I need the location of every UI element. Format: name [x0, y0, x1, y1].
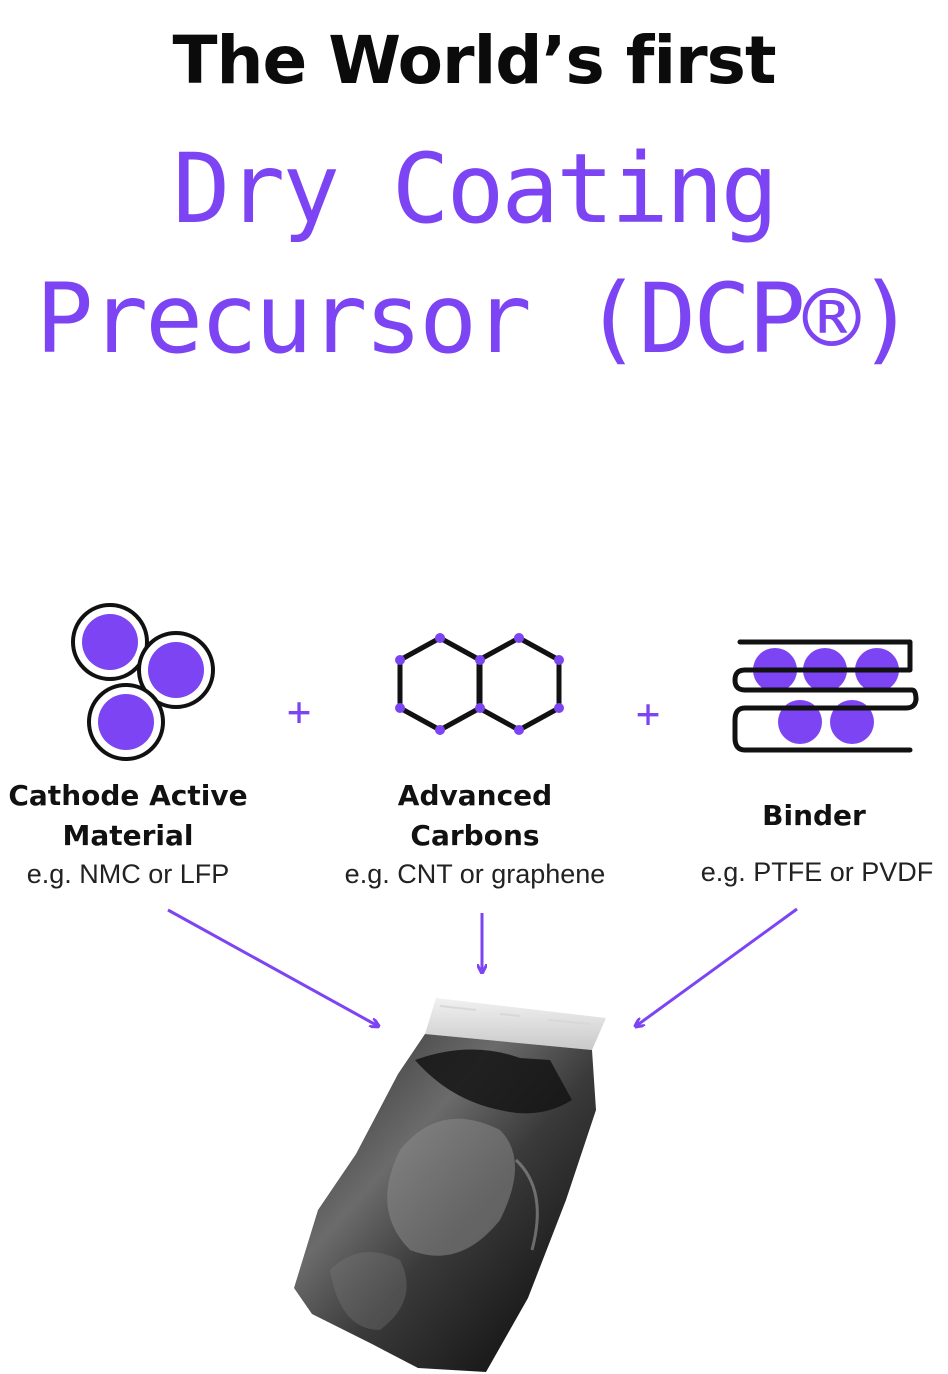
hexagon-icon [395, 633, 564, 735]
ingredient-cathode-title-line1: Cathode Active [8, 779, 248, 812]
headline-product-line1: Dry Coating [172, 133, 779, 245]
dcp-bag-image [294, 998, 606, 1372]
ingredient-binder-title: Binder [700, 796, 928, 836]
binder-icon [732, 639, 919, 753]
headline-product-line2: Precursor (DCP®) [35, 263, 916, 375]
ingredient-cathode-title: Cathode Active Material [0, 776, 256, 856]
plus-operator-2: + [636, 691, 661, 737]
ingredient-cathode-example: e.g. NMC or LFP [26, 859, 230, 889]
arrow-right [636, 907, 798, 1026]
arrow-left [167, 908, 378, 1026]
plus-operator-1: + [287, 689, 312, 735]
ingredient-cathode-title-line2: Material [62, 819, 194, 852]
ingredient-carbons-title: Advanced Carbons [340, 776, 610, 856]
ingredient-carbons-title-line2: Carbons [410, 819, 540, 852]
ingredient-binder-example: e.g. PTFE or PVDF [700, 857, 934, 887]
particles-icon [71, 603, 215, 761]
ingredient-binder-title-line1: Binder [762, 799, 866, 832]
ingredient-carbons-example: e.g. CNT or graphene [344, 859, 606, 889]
ingredient-carbons-title-line1: Advanced [397, 779, 553, 812]
headline-intro: The World’s first [172, 22, 776, 99]
